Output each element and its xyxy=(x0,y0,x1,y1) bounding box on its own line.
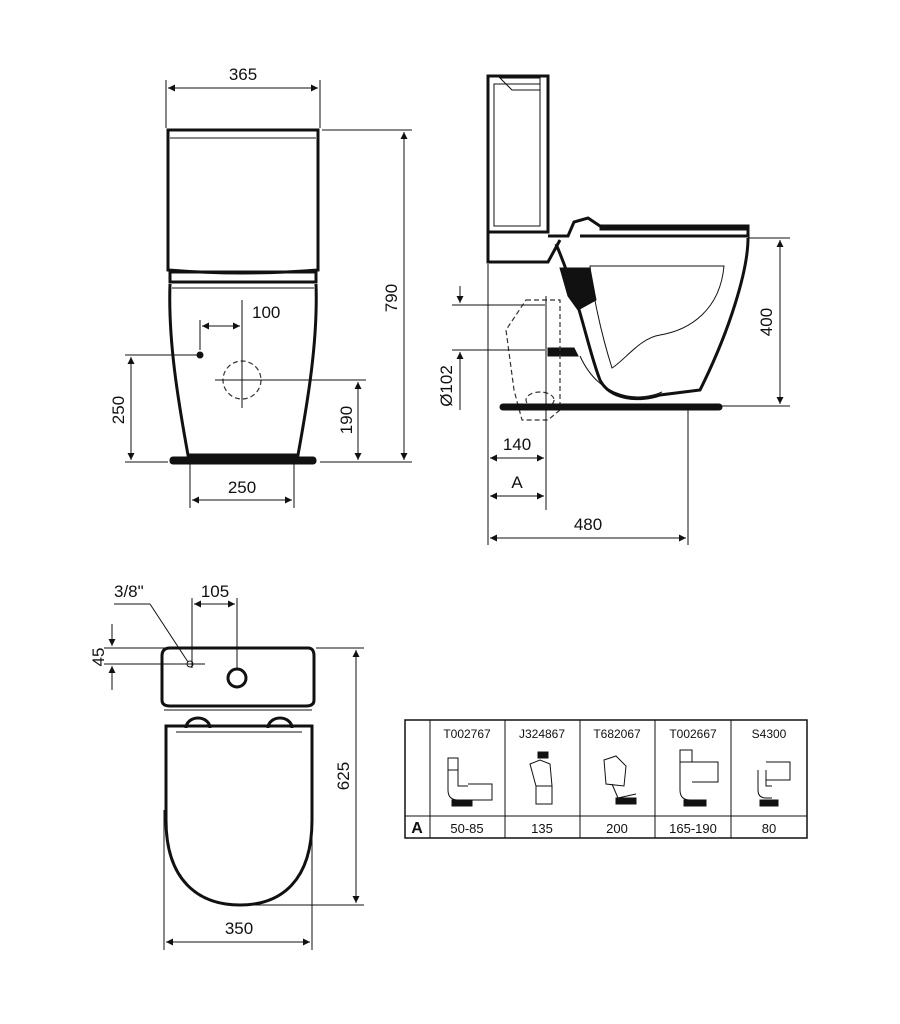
front-view: 365 790 100 250 190 250 xyxy=(109,65,412,508)
top-seat xyxy=(164,724,314,907)
table-code: T682067 xyxy=(593,727,641,741)
label-thread: 3/8" xyxy=(114,582,144,601)
dim-105: 105 xyxy=(201,582,229,601)
dim-45: 45 xyxy=(89,648,108,667)
top-tank xyxy=(160,646,316,708)
front-tank xyxy=(166,128,320,275)
table-code: T002667 xyxy=(669,727,717,741)
dim-400: 400 xyxy=(757,308,776,336)
top-view: 3/8" 105 45 625 350 xyxy=(89,582,364,950)
connector-icon xyxy=(603,755,637,805)
table-code: T002767 xyxy=(443,727,491,741)
dim-250-height: 250 xyxy=(109,396,128,424)
table-value: 135 xyxy=(531,821,553,836)
dim-365: 365 xyxy=(229,65,257,84)
dim-250-base: 250 xyxy=(228,478,256,497)
front-bowl xyxy=(168,283,318,457)
dim-350: 350 xyxy=(225,919,253,938)
side-base-plate xyxy=(499,403,723,411)
top-flush-button xyxy=(226,667,248,689)
side-seat xyxy=(548,216,750,238)
connector-icon xyxy=(679,749,719,807)
table-code: S4300 xyxy=(752,727,787,741)
connector-icon xyxy=(447,757,493,807)
table-code: J324867 xyxy=(519,727,565,741)
dim-a: A xyxy=(511,473,523,492)
connector-table: A T002767 J324867 T682067 T002667 S4300 xyxy=(404,719,808,839)
table-row-label: A xyxy=(411,820,423,837)
dim-790: 790 xyxy=(382,284,401,312)
table-value: 200 xyxy=(606,821,628,836)
table-value: 50-85 xyxy=(450,821,483,836)
side-view: 400 Ø102 140 A 480 xyxy=(437,74,790,545)
side-bowl xyxy=(554,237,750,401)
table-value: 80 xyxy=(762,821,776,836)
connector-icon xyxy=(757,761,791,807)
dim-100: 100 xyxy=(252,303,280,322)
dim-625: 625 xyxy=(334,762,353,790)
side-drain-hint xyxy=(505,299,561,421)
dim-190: 190 xyxy=(337,406,356,434)
front-base-plate xyxy=(169,456,317,465)
table-value: 165-190 xyxy=(669,821,717,836)
dim-480: 480 xyxy=(574,515,602,534)
dim-diameter: Ø102 xyxy=(437,365,456,407)
dim-140: 140 xyxy=(503,435,531,454)
connector-icon xyxy=(529,751,553,805)
side-tank xyxy=(486,74,550,234)
